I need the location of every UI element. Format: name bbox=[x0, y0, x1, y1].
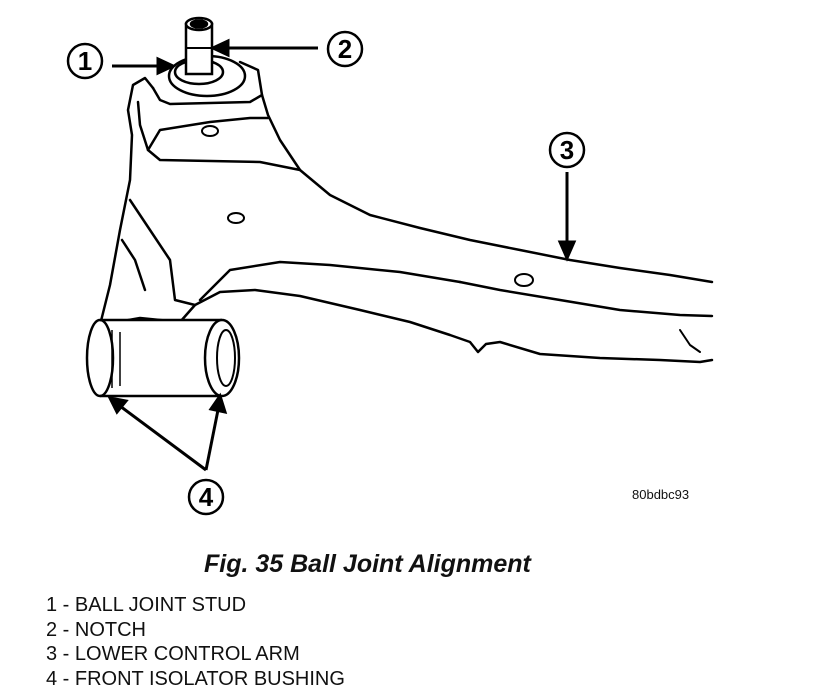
legend: 1 - BALL JOINT STUD 2 - NOTCH 3 - LOWER … bbox=[46, 593, 345, 691]
figure-caption: Fig. 35 Ball Joint Alignment bbox=[204, 550, 531, 578]
legend-item: 4 - FRONT ISOLATOR BUSHING bbox=[46, 667, 345, 690]
callout-4: 4 bbox=[187, 478, 225, 516]
isolator-bushing bbox=[85, 318, 241, 398]
callout-arrows bbox=[107, 38, 577, 472]
image-code: 80bdbc93 bbox=[632, 487, 690, 502]
legend-item: 2 - NOTCH bbox=[46, 618, 146, 641]
callout-4-label: 4 bbox=[199, 482, 214, 512]
callout-2: 2 bbox=[326, 30, 364, 68]
callout-1: 1 bbox=[66, 42, 104, 80]
control-arm-illustration: 1 2 3 4 bbox=[66, 16, 714, 516]
callout-2-label: 2 bbox=[338, 34, 352, 64]
callout-3: 3 bbox=[548, 131, 586, 169]
legend-item: 1 - BALL JOINT STUD bbox=[46, 594, 247, 616]
mounting-holes bbox=[201, 125, 534, 287]
ball-joint bbox=[167, 16, 247, 98]
callout-1-label: 1 bbox=[78, 46, 92, 76]
legend-item: 3 - LOWER CONTROL ARM bbox=[46, 643, 300, 665]
lower-control-arm bbox=[98, 60, 714, 364]
callout-3-label: 3 bbox=[560, 135, 574, 165]
